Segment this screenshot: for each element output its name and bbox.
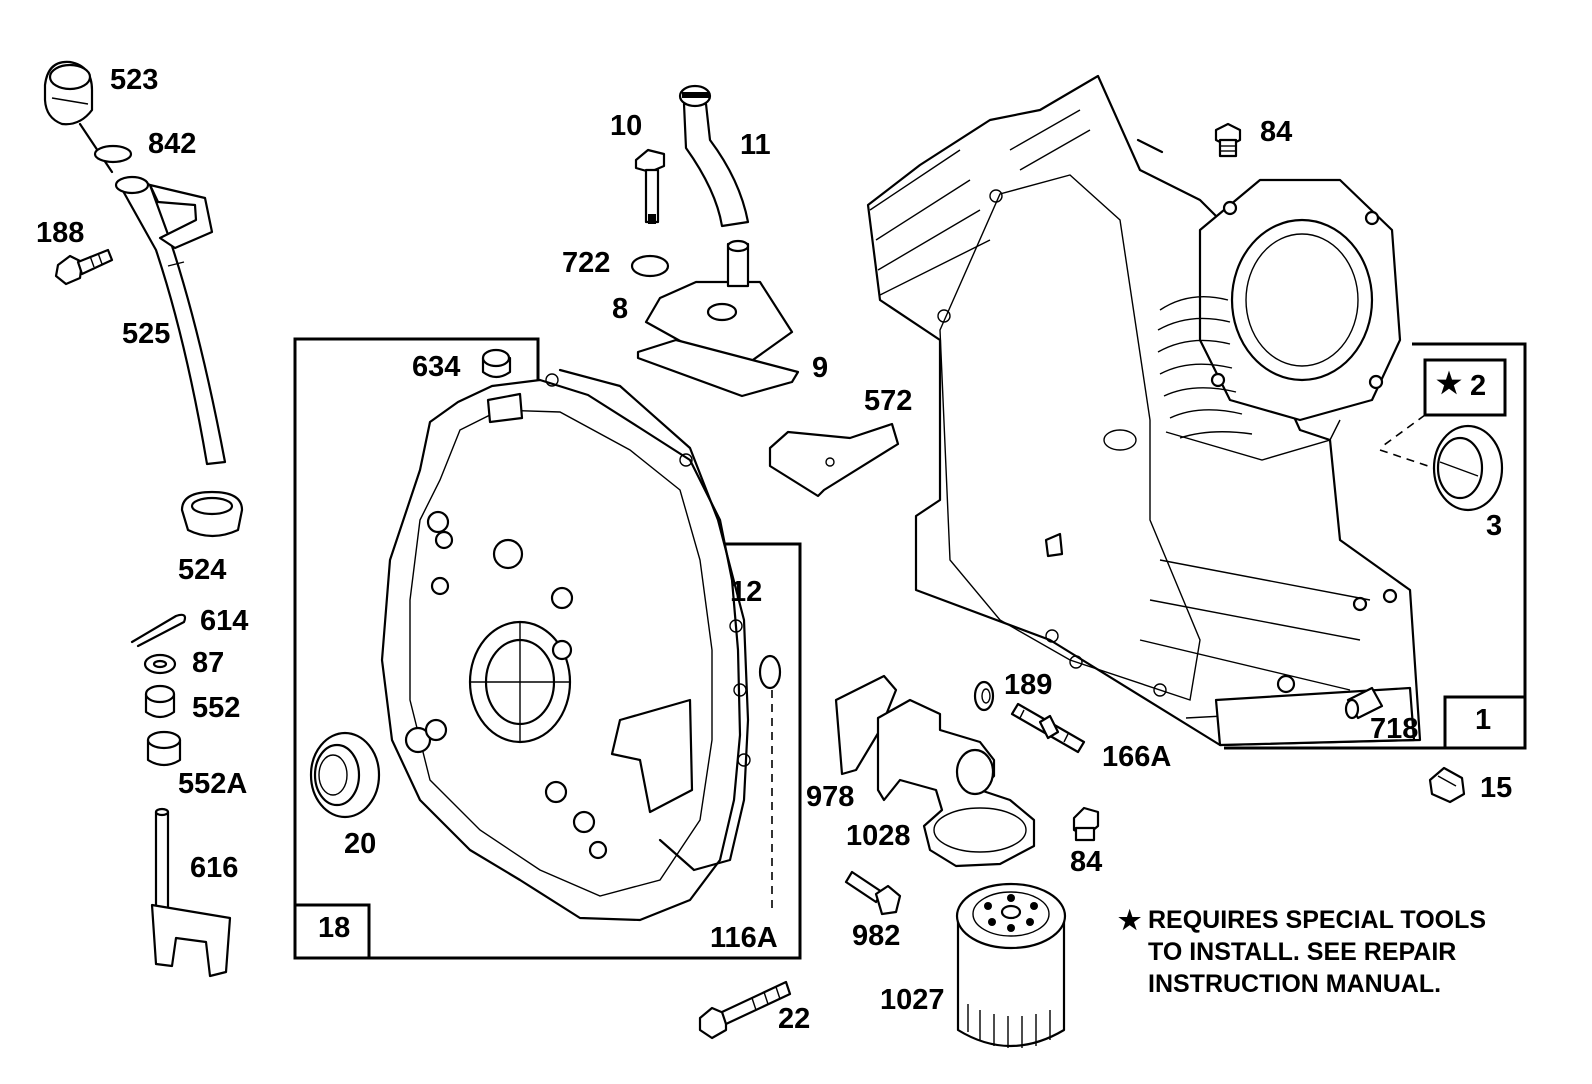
callout-572: 572 [864,385,913,417]
callout-552: 552 [192,692,241,724]
callout-20: 20 [344,828,377,860]
governor-shaft-part [152,809,230,976]
callout-87: 87 [192,647,225,679]
dowel-718-part [1346,688,1382,718]
breather-gasket-part [638,340,798,396]
spacer-552-part [146,686,174,717]
callout-116a: 116A [710,922,778,954]
dipstick-tube-part [116,177,225,464]
o-ring-part [95,146,131,162]
callout-552a: 552A [178,768,248,800]
stud-166a-part [1012,704,1084,752]
callout-2: 2 [1470,370,1487,402]
callout-718: 718 [1370,713,1419,745]
special-tools-note: ★ REQUIRES SPECIAL TOOLS TO INSTALL. SEE… [1118,904,1486,1000]
oil-seal-3-part [1434,426,1502,510]
plug-84-low-part [1074,808,1098,840]
o-ring-116a-part [760,656,780,688]
plate-572-part [770,424,898,496]
callout-8: 8 [612,293,629,325]
callout-189: 189 [1004,669,1053,701]
oil-filter-adapter-part [878,700,1034,866]
frame-1 [1224,344,1525,748]
callout-616: 616 [190,852,239,884]
note-line-3: INSTRUCTION MANUAL. [1148,970,1442,998]
callout-12: 12 [730,576,763,608]
oil-filter-part [957,884,1065,1048]
bolt-982-part [846,872,900,914]
callout-523: 523 [110,64,159,96]
callout-614: 614 [200,605,249,637]
callout-1028: 1028 [846,820,911,852]
callout-524: 524 [178,554,227,586]
callout-1: 1 [1475,704,1492,736]
grommet-part [182,492,242,536]
note-star: ★ [1118,905,1142,935]
box-2-star: ★ [1436,368,1462,400]
callout-188: 188 [36,217,85,249]
frame-18 [295,339,800,958]
bolt-22-part [700,982,790,1038]
callout-634: 634 [412,351,461,383]
callout-982: 982 [852,920,901,952]
callout-525: 525 [122,318,171,350]
callout-15: 15 [1480,772,1513,804]
note-line-1: REQUIRES SPECIAL TOOLS [1148,906,1487,934]
callout-11: 11 [740,129,771,161]
breather-bolt-part [636,150,664,224]
plug-15-part [1430,768,1464,802]
engine-block-part [868,76,1420,745]
callout-22: 22 [778,1003,811,1035]
washer-87-part [145,655,175,673]
callout-84-low: 84 [1070,846,1103,878]
seal-722-part [632,256,668,276]
bushing-552a-part [148,732,180,765]
callout-722: 722 [562,247,611,279]
callout-978: 978 [806,781,855,813]
bolt-188-part [56,250,112,284]
seal-634-part [483,350,510,377]
cotter-pin-part [132,615,185,646]
callout-1027: 1027 [880,984,945,1016]
crankcase-cover-part [382,380,740,920]
washer-189-part [975,682,993,710]
dipstick-cap-part [45,62,112,172]
callout-18: 18 [318,912,351,944]
breather-tube-part [680,86,748,226]
breather-cover-part [646,241,792,372]
callout-10: 10 [610,110,643,142]
oil-seal-20-part [311,733,379,817]
gasket-12-part [546,370,750,870]
callout-9: 9 [812,352,829,384]
callout-3: 3 [1486,510,1503,542]
callout-842: 842 [148,128,197,160]
note-line-2: TO INSTALL. SEE REPAIR [1148,938,1457,966]
callout-166a: 166A [1102,741,1172,773]
plug-84-top-part [1216,124,1240,156]
callout-84-top: 84 [1260,116,1293,148]
